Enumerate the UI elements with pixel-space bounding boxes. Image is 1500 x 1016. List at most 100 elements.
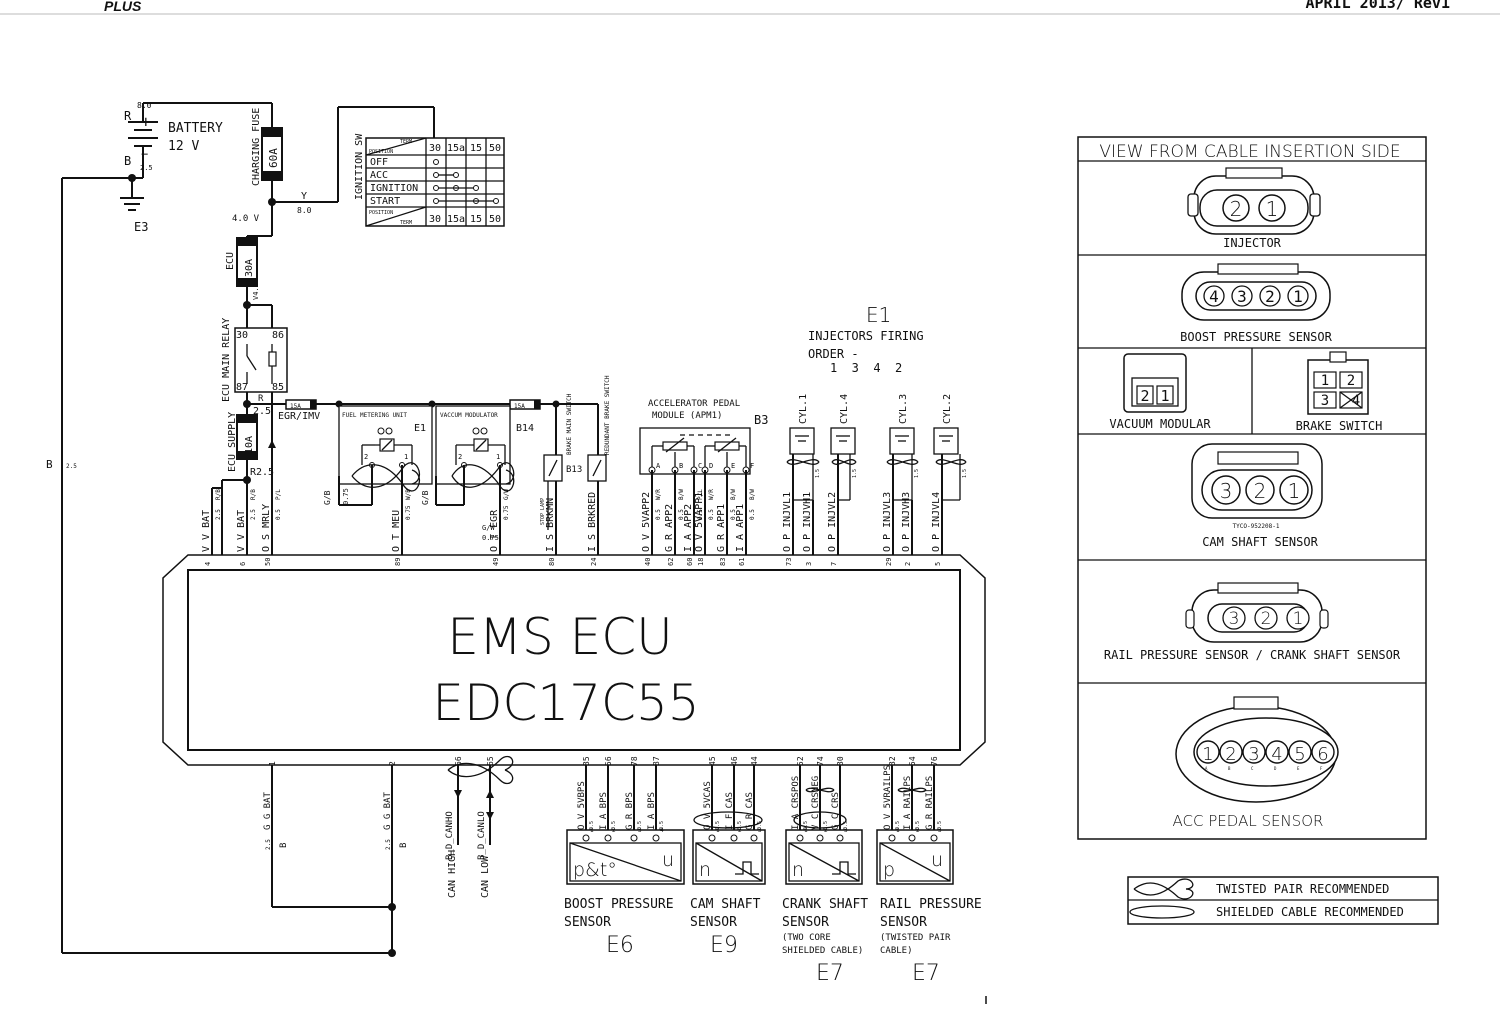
pin-number: 66 (454, 756, 463, 766)
svg-text:50: 50 (489, 143, 501, 154)
signal-name: I_A_RAILPS (903, 776, 913, 830)
svg-text:R: R (258, 394, 264, 404)
pin-number: 5 (934, 562, 942, 566)
apm-pin-letter: C (698, 462, 702, 470)
svg-text:ACCELERATOR PEDAL: ACCELERATOR PEDAL (648, 399, 740, 409)
signal-name: O_P_INJVL2 (827, 492, 838, 552)
svg-text:2: 2 (458, 453, 462, 461)
wire-color: B/W (678, 489, 685, 500)
sensor-ref: E7 (816, 961, 844, 986)
svg-text:3: 3 (1321, 393, 1329, 409)
svg-text:INJECTOR: INJECTOR (1223, 236, 1282, 250)
injector-connector: 2 1 INJECTOR (1187, 167, 1321, 250)
svg-text:15: 15 (470, 143, 482, 154)
wire-size: 0.5 (715, 821, 721, 830)
pin-number: 61 (738, 558, 746, 566)
signal-name: I_A_CRSPOS (791, 776, 801, 830)
sensor-pin-number: 2 (738, 827, 742, 834)
charging-fuse-label: CHARGING FUSE (251, 108, 262, 186)
pin-number: 78 (630, 756, 639, 766)
wire-size: 2.5 (250, 509, 257, 520)
wire-size: 2.5 (385, 839, 392, 850)
svg-text:30: 30 (429, 214, 441, 225)
battery: 8.0 R + B − 2.5 BATTERY 12 V E3 (62, 101, 272, 234)
svg-text:0.75: 0.75 (482, 534, 499, 542)
svg-text:15A: 15A (514, 403, 525, 410)
svg-text:1: 1 (1293, 609, 1304, 629)
signal-name: I_A_APP1 (735, 504, 746, 552)
sensor-ref: E9 (710, 933, 738, 958)
svg-text:TERM: TERM (400, 139, 412, 145)
svg-text:G/W: G/W (482, 524, 495, 532)
pin-number: 56 (604, 756, 613, 766)
charging-fuse: 60A CHARGING FUSE Y 8.0 4.0 V (232, 103, 435, 236)
svg-text:87: 87 (236, 382, 248, 393)
apm-pin-letter: D (709, 462, 713, 470)
signal-name: O_P_INJVL1 (782, 492, 793, 552)
svg-text:R2.5: R2.5 (250, 467, 274, 478)
svg-text:RAIL PRESSURE SENSOR / CRANK S: RAIL PRESSURE SENSOR / CRANK SHAFT SENSO… (1104, 648, 1401, 662)
wire-size: 1.5 (815, 469, 821, 478)
sensor-pin-number: 3 (638, 827, 642, 834)
svg-text:1: 1 (404, 453, 408, 461)
cylinder-label: CYL.4 (839, 394, 850, 424)
can-bus: CAN HIGH CAN LOW (447, 755, 514, 898)
legend-twisted: TWISTED PAIR RECOMMENDED (1216, 882, 1389, 896)
pin-number: 49 (492, 558, 500, 566)
apm-pin-letter: E (731, 462, 735, 470)
sensor-pin-number: 3 (758, 827, 762, 834)
svg-text:4.0 V: 4.0 V (232, 214, 260, 224)
svg-text:E1: E1 (866, 303, 891, 327)
pin-number: 44 (750, 756, 759, 766)
wire-size: 0.5 (637, 821, 643, 830)
signal-name: O_P_INJVL3 (882, 492, 893, 552)
wire-size: 0.75 (405, 505, 412, 520)
wire-color: B/W (730, 489, 737, 500)
svg-text:2: 2 (1225, 744, 1236, 765)
pin-number: 60 (686, 558, 694, 566)
ecu-supply-fuse: 10A ECU SUPPLY R2.5 (221, 404, 276, 555)
wire-size: 0.5 (937, 821, 943, 830)
sensor-pin-number: 1 (590, 827, 594, 834)
pin-number: 50 (264, 558, 272, 566)
svg-text:2: 2 (364, 453, 368, 461)
signal-name: G_G_BAT (383, 791, 393, 830)
signal-name: O_P_INJVH1 (802, 492, 813, 552)
pin-number: 3 (805, 562, 813, 566)
pin-number: 35 (582, 756, 591, 766)
signal-name: G_R_RAILPS (925, 776, 935, 830)
sensor-note: (TWO CORE (782, 933, 831, 943)
wire-color: W/R (655, 489, 662, 500)
injector-cyl-2: CYL.41.5 (830, 394, 858, 555)
svg-text:1: 1 (1202, 744, 1213, 765)
svg-text:INJECTORS FIRING: INJECTORS FIRING (808, 329, 924, 343)
svg-text:3: 3 (1237, 287, 1247, 306)
svg-text:POSITION: POSITION (369, 149, 393, 155)
wire-size: 1.5 (914, 469, 920, 478)
sensor-name: RAIL PRESSURE (880, 897, 982, 912)
signal-name: I_A_BPS (599, 792, 609, 830)
svg-text:2.5: 2.5 (253, 406, 271, 417)
sensor-symbol: n (699, 859, 711, 881)
svg-text:1: 1 (496, 453, 500, 461)
svg-text:2: 2 (1347, 373, 1355, 389)
svg-text:1: 1 (1160, 387, 1169, 405)
pin-number: 30 (836, 756, 845, 766)
signal-name: I_A_APP2 (683, 504, 694, 552)
wire-size: 0.5 (730, 509, 737, 520)
svg-text:BOOST PRESSURE SENSOR: BOOST PRESSURE SENSOR (1180, 330, 1332, 344)
injector-cyl-4: CYL.21.5 (933, 394, 968, 555)
svg-text:ORDER -: ORDER - (808, 347, 859, 361)
pin-number: 29 (885, 558, 893, 566)
main-relay-label: ECU MAIN RELAY (221, 318, 232, 402)
pin-number: 24 (590, 558, 598, 566)
